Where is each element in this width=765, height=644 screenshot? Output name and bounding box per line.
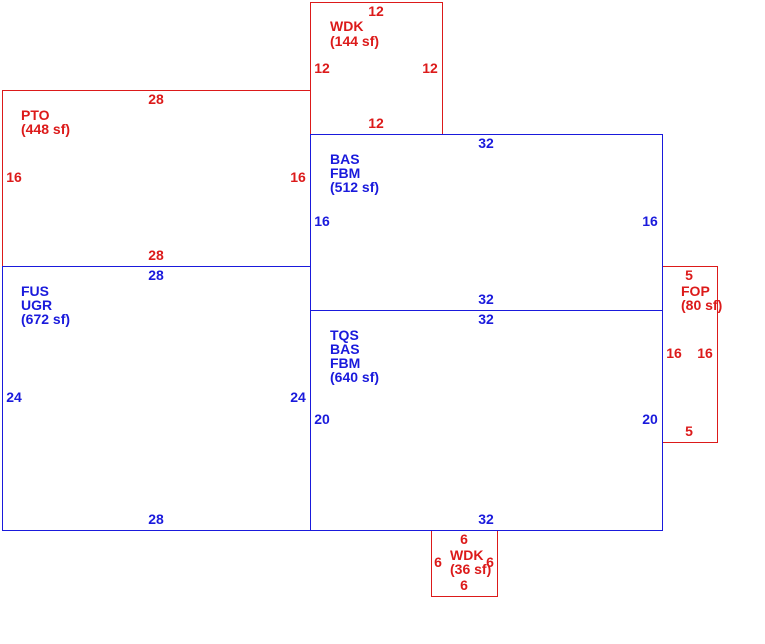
fus-ugr-dim-left: 24 xyxy=(6,389,22,405)
fop-dim-left: 16 xyxy=(666,345,682,361)
fop-label-line1: FOP xyxy=(681,283,710,299)
wdk-top-dim-bottom: 12 xyxy=(368,115,384,131)
fus-ugr-label-line2: UGR xyxy=(21,297,52,313)
wdk-bottom-label-line2: (36 sf) xyxy=(450,561,491,577)
tqs-dim-bottom: 32 xyxy=(478,511,494,527)
pto-label-line1: PTO xyxy=(21,107,50,123)
fop-dim-bottom: 5 xyxy=(685,423,693,439)
tqs-outline xyxy=(310,310,663,531)
fus-ugr-label-line3: (672 sf) xyxy=(21,311,70,327)
tqs-dim-top: 32 xyxy=(478,311,494,327)
wdk-top-label-line1: WDK xyxy=(330,18,363,34)
bas-fbm-dim-bottom: 32 xyxy=(478,291,494,307)
bas-fbm-label-line3: (512 sf) xyxy=(330,179,379,195)
tqs-label-line1: TQS xyxy=(330,327,359,343)
fop-label-line2: (80 sf) xyxy=(681,297,722,313)
bas-fbm-label-line1: BAS xyxy=(330,151,360,167)
fop-dim-right: 16 xyxy=(697,345,713,361)
tqs-label-line2: BAS xyxy=(330,341,360,357)
tqs-dim-right: 20 xyxy=(642,411,658,427)
wdk-top-label-line2: (144 sf) xyxy=(330,33,379,49)
bas-fbm-dim-right: 16 xyxy=(642,213,658,229)
bas-fbm-label-line2: FBM xyxy=(330,165,360,181)
fus-ugr-label-line1: FUS xyxy=(21,283,49,299)
tqs-dim-left: 20 xyxy=(314,411,330,427)
fus-ugr-dim-right: 24 xyxy=(290,389,306,405)
bas-fbm-dim-left: 16 xyxy=(314,213,330,229)
bas-fbm-dim-top: 32 xyxy=(478,135,494,151)
fop-dim-top: 5 xyxy=(685,267,693,283)
wdk-top-dim-left: 12 xyxy=(314,60,330,76)
fus-ugr-dim-bottom: 28 xyxy=(148,511,164,527)
pto-dim-left: 16 xyxy=(6,169,22,185)
pto-dim-right: 16 xyxy=(290,169,306,185)
wdk-bottom-dim-right: 6 xyxy=(486,554,494,570)
wdk-bottom-label-line1: WDK xyxy=(450,547,483,563)
fus-ugr-dim-top: 28 xyxy=(148,267,164,283)
wdk-bottom-dim-bottom: 6 xyxy=(460,577,468,593)
wdk-top-dim-top: 12 xyxy=(368,3,384,19)
tqs-label-line4: (640 sf) xyxy=(330,369,379,385)
wdk-bottom-dim-top: 6 xyxy=(460,531,468,547)
pto-label-line2: (448 sf) xyxy=(21,121,70,137)
wdk-top-dim-right: 12 xyxy=(422,60,438,76)
bas-fbm-outline xyxy=(310,134,663,311)
pto-dim-bottom: 28 xyxy=(148,247,164,263)
tqs-label-line3: FBM xyxy=(330,355,360,371)
wdk-bottom-dim-left: 6 xyxy=(434,554,442,570)
pto-dim-top: 28 xyxy=(148,91,164,107)
